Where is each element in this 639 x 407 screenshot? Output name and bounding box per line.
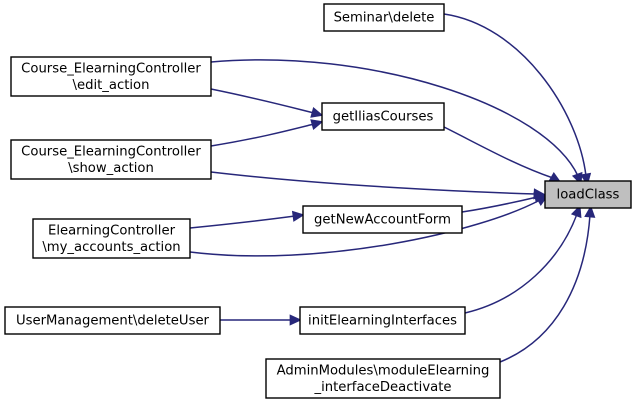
- edge-course_show-to-get_ilias_courses: [210, 123, 315, 147]
- node-seminar_delete[interactable]: Seminar\delete: [323, 3, 445, 32]
- node-elearning_my_accounts[interactable]: ElearningController \my_accounts_action: [32, 218, 191, 259]
- edge-course_edit-to-get_ilias_courses: [210, 88, 315, 114]
- node-box-course_edit[interactable]: [10, 56, 212, 97]
- node-label-get_new_account_form: getNewAccountForm: [314, 213, 451, 228]
- node-get_new_account_form[interactable]: getNewAccountForm: [302, 205, 463, 234]
- node-label-elearning_my_accounts: \my_accounts_action: [42, 240, 180, 255]
- node-course_edit[interactable]: Course_ElearningController \edit_action: [10, 56, 212, 97]
- edge-seminar_delete-to-load_class: [443, 13, 587, 177]
- node-box-init_elearning_interfaces[interactable]: [299, 306, 466, 335]
- node-box-get_new_account_form[interactable]: [302, 205, 463, 234]
- edge-get_ilias_courses-to-load_class: [443, 126, 554, 179]
- node-box-elearning_my_accounts[interactable]: [32, 218, 191, 259]
- node-label-seminar_delete: Seminar\delete: [334, 11, 435, 26]
- node-user_delete_user[interactable]: UserManagement\deleteUser: [4, 306, 221, 335]
- edge-course_show-to-load_class: [210, 171, 537, 195]
- node-box-user_delete_user[interactable]: [4, 306, 221, 335]
- edge-arrowhead: [584, 205, 596, 218]
- node-label-load_class: loadClass: [557, 188, 620, 203]
- node-label-get_ilias_courses: getIliasCourses: [333, 110, 434, 125]
- node-label-course_edit: Course_ElearningController: [21, 61, 201, 76]
- node-get_ilias_courses[interactable]: getIliasCourses: [321, 102, 445, 131]
- edge-arrowhead: [291, 210, 305, 222]
- node-label-course_show: Course_ElearningController: [21, 144, 201, 159]
- edge-layer: [189, 13, 596, 363]
- edge-arrowhead: [310, 106, 324, 118]
- edge-course_edit-to-load_class: [210, 59, 579, 177]
- node-init_elearning_interfaces[interactable]: initElearningInterfaces: [299, 306, 466, 335]
- node-label-admin_modules: _interfaceDeactivate: [313, 380, 451, 395]
- edge-arrowhead: [310, 119, 324, 131]
- node-load_class[interactable]: loadClass: [544, 180, 632, 209]
- node-box-get_ilias_courses[interactable]: [321, 102, 445, 131]
- node-box-load_class[interactable]: [544, 180, 632, 209]
- edge-arrowhead: [533, 192, 547, 203]
- node-label-admin_modules: AdminModules\moduleElearning: [277, 363, 490, 378]
- node-label-course_show: \show_action: [68, 161, 154, 176]
- node-label-course_edit: \edit_action: [73, 78, 150, 93]
- edge-elearning_my_accounts-to-load_class: [189, 199, 541, 257]
- edge-init_elearning_interfaces-to-load_class: [464, 213, 578, 314]
- node-label-init_elearning_interfaces: initElearningInterfaces: [308, 314, 457, 329]
- node-label-elearning_my_accounts: ElearningController: [48, 223, 176, 238]
- node-box-seminar_delete[interactable]: [323, 3, 445, 32]
- edge-get_new_account_form-to-load_class: [461, 196, 538, 213]
- node-layer: Seminar\deleteCourse_ElearningController…: [4, 3, 632, 399]
- edge-elearning_my_accounts-to-get_new_account_form: [189, 215, 296, 229]
- node-box-admin_modules[interactable]: [265, 358, 501, 399]
- node-course_show[interactable]: Course_ElearningController \show_action: [10, 139, 212, 180]
- node-label-user_delete_user: UserManagement\deleteUser: [16, 314, 210, 329]
- node-box-course_show[interactable]: [10, 139, 212, 180]
- edge-admin_modules-to-load_class: [499, 214, 591, 363]
- edge-arrowhead: [289, 314, 302, 326]
- node-admin_modules[interactable]: AdminModules\moduleElearning _interfaceDe…: [265, 358, 501, 399]
